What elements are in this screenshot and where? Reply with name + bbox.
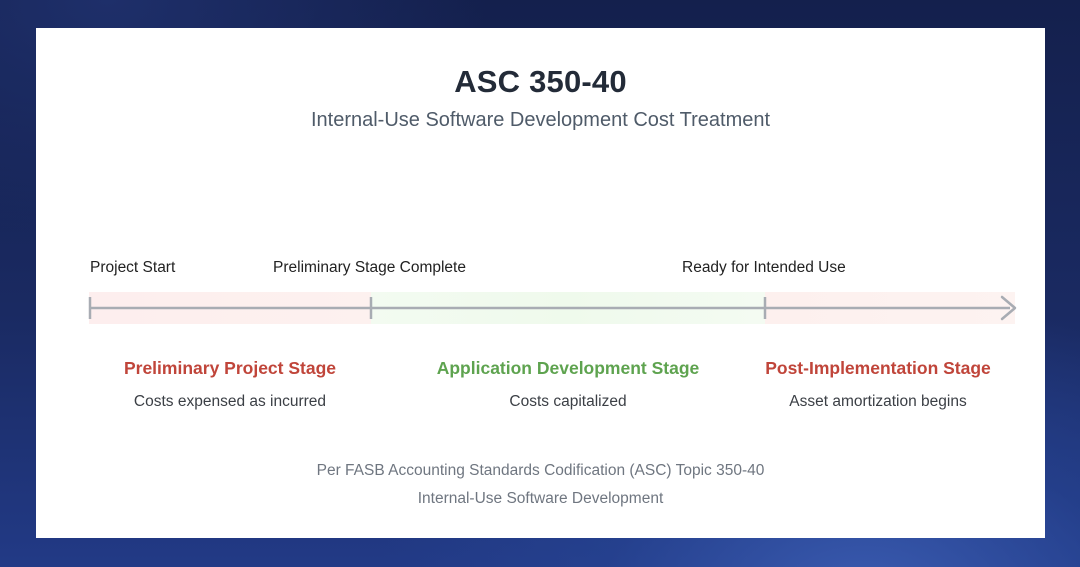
timeline: [88, 292, 1017, 324]
diagram-title: ASC 350-40: [454, 64, 627, 99]
stage-title: Preliminary Project Stage: [123, 358, 337, 378]
stage-title: Application Development Stage: [436, 358, 700, 378]
stage-preliminary: Preliminary Project Stage Costs expensed…: [65, 358, 395, 411]
stage-description: Costs capitalized: [509, 393, 627, 410]
diagram-subtitle: Internal-Use Software Development Cost T…: [310, 109, 771, 131]
stage-description: Asset amortization begins: [789, 393, 967, 410]
milestone-preliminary-complete: Preliminary Stage Complete: [273, 259, 466, 276]
stage-application-development: Application Development Stage Costs capi…: [403, 358, 733, 411]
milestone-project-start: Project Start: [90, 259, 176, 276]
diagram-card: ASC 350-40 Internal-Use Software Develop…: [36, 28, 1045, 538]
footer-citation: Per FASB Accounting Standards Codificati…: [316, 462, 765, 479]
timeline-arrowhead: [1000, 295, 1017, 321]
footer-topic: Internal-Use Software Development: [417, 490, 664, 507]
stage-description: Costs expensed as incurred: [133, 393, 327, 410]
stage-title: Post-Implementation Stage: [765, 358, 991, 378]
milestone-ready-for-use: Ready for Intended Use: [682, 259, 846, 276]
stage-post-implementation: Post-Implementation Stage Asset amortiza…: [713, 358, 1043, 411]
